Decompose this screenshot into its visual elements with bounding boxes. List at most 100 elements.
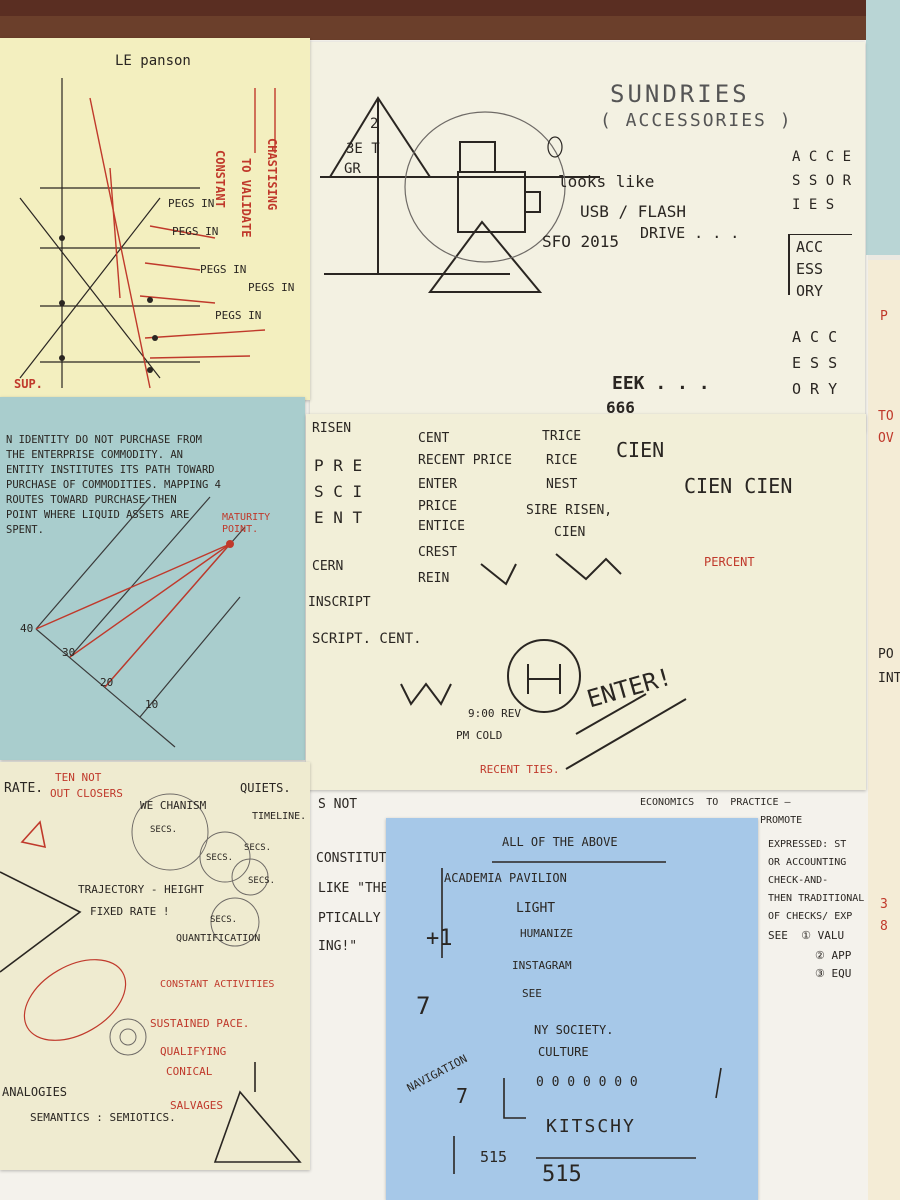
sundries-note-line: looks like: [558, 172, 655, 191]
sundries-subtitle: ( ACCESSORIES ): [600, 110, 793, 131]
yellow-grid-note: LE panson PEGS IN PEGS IN PEGS IN PEGS I…: [0, 38, 310, 400]
paper-right-line: THEN TRADITIONAL: [768, 893, 865, 904]
mid-label: TIMELINE.: [252, 811, 307, 822]
column2-line: E S S: [792, 354, 838, 372]
present-col3: RICE: [546, 453, 578, 468]
blue-line: 0 0 0 0 0 0 0: [536, 1075, 638, 1090]
trajectory-label: TRAJECTORY - HEIGHT: [78, 883, 204, 896]
paper-right-line: OF CHECKS/ EXP: [768, 911, 853, 922]
red-top: OUT CLOSERS: [50, 787, 123, 800]
axis-label: 30: [62, 646, 76, 659]
sundries-title: SUNDRIES: [610, 80, 750, 108]
bottom-footer: SEMANTICS : SEMIOTICS.: [30, 1111, 176, 1124]
present-col1: SCRIPT. CENT.: [312, 631, 422, 647]
eek-number: 666: [606, 398, 635, 417]
column2-line: O R Y: [792, 380, 838, 398]
mid-label: WE CHANISM: [140, 799, 207, 812]
column-top: I E S: [792, 197, 835, 213]
red-bottom: SUSTAINED PACE.: [150, 1017, 250, 1030]
pegs-label: PEGS IN: [248, 281, 295, 294]
wall-shadow: [0, 0, 900, 16]
pegs-label: PEGS IN: [168, 197, 215, 210]
far-right-line: P: [880, 309, 888, 324]
blue-footer: 515: [542, 1162, 582, 1187]
present-col3: NEST: [546, 477, 578, 492]
blue-line: KITSCHY: [546, 1116, 636, 1137]
far-right-line: OV: [878, 431, 894, 446]
red-bottom: SALVAGES: [170, 1099, 223, 1112]
sundries-note-line: SFO 2015: [542, 232, 620, 251]
paper-left-line: PTICALLY: [318, 911, 381, 926]
recent-label: RECENT TIES.: [480, 763, 560, 776]
paper-right-line: CHECK-AND-: [768, 875, 829, 886]
far-right-line: 3: [880, 897, 888, 912]
paper-right-line: ③ EQU: [815, 967, 852, 980]
bottom-left-sketch: [0, 793, 302, 1163]
paper-right-line: PROMOTE: [760, 815, 803, 826]
present-col2: PRICE: [418, 499, 458, 514]
blue-title: ALL OF THE ABOVE: [502, 835, 618, 849]
present-col3: TRICE: [542, 429, 582, 444]
column-top: A C C E: [792, 149, 852, 165]
pegs-label: PEGS IN: [215, 309, 262, 322]
present-col1: S C I: [314, 482, 363, 501]
side-text: TO VALIDATE: [239, 158, 253, 238]
teal-sketch: [35, 496, 246, 748]
mid-label: QUIETS.: [240, 781, 291, 795]
far-right-line: TO: [878, 409, 894, 424]
far-right-line: 8: [880, 919, 888, 934]
present-note: RISEN P R E S C I E N T CERN INSCRIPT SC…: [306, 414, 866, 790]
paper-left-line: S NOT: [318, 797, 358, 812]
quant-label: QUANTIFICATION: [176, 933, 261, 944]
column-line: ACC: [796, 238, 824, 256]
blue-footer: 515: [480, 1148, 508, 1166]
pegs-label: PEGS IN: [200, 263, 247, 276]
present-col3: SIRE RISEN,: [526, 503, 613, 518]
fixed-label: FIXED RATE !: [90, 905, 170, 918]
paper-right-line: EXPRESSED: ST: [768, 839, 847, 850]
eek-text: EEK . . .: [612, 373, 710, 394]
secs-label: SECS.: [210, 915, 238, 925]
bottom-left-note: RATE. TEN NOT OUT CLOSERS WE CHANISM QUI…: [0, 762, 310, 1170]
column-line: ORY: [796, 282, 824, 300]
pegs-label: PEGS IN: [172, 225, 219, 238]
blue-side: 7: [456, 1084, 469, 1108]
paper-right-line: ② APP: [815, 949, 852, 962]
grid-sketch: [19, 78, 276, 389]
present-col1: INSCRIPT: [308, 595, 371, 610]
sundries-note: SUNDRIES ( ACCESSORIES ) 2 3E T GR looks…: [310, 42, 865, 432]
maturity-label: MATURITY POINT.: [222, 512, 271, 535]
present-col3: CIEN: [554, 525, 586, 540]
bottom-footer: ANALOGIES: [2, 1085, 68, 1099]
blue-line: ACADEMIA PAVILION: [444, 871, 567, 885]
present-col2: ENTER: [418, 477, 458, 492]
paper-right-line: OR ACCOUNTING: [768, 857, 847, 868]
teal-text: N IDENTITY DO NOT PURCHASE FROM THE ENTE…: [6, 434, 221, 536]
present-col4: CIEN: [616, 438, 665, 462]
time-label: PM COLD: [456, 729, 503, 742]
column-top: S S O R: [792, 173, 852, 189]
triangle-text: GR: [344, 161, 361, 177]
blue-line: SEE: [522, 987, 542, 1000]
secs-label: SECS.: [150, 825, 178, 835]
axis-label: 40: [20, 622, 34, 635]
rate-label: RATE.: [4, 781, 44, 796]
red-bottom: CONSTANT ACTIVITIES: [160, 979, 275, 990]
side-text: CONSTANT: [213, 150, 227, 208]
percent-label: PERCENT: [704, 555, 755, 569]
present-col2: CREST: [418, 545, 458, 560]
teal-note: N IDENTITY DO NOT PURCHASE FROM THE ENTE…: [0, 397, 305, 760]
paper-right-line: ECONOMICS TO PRACTICE —: [640, 797, 791, 808]
blue-line: CULTURE: [538, 1045, 589, 1059]
red-bottom: CONICAL: [166, 1065, 213, 1078]
time-label: 9:00 REV: [468, 707, 521, 720]
far-right-line: PO: [878, 647, 894, 662]
paper-left-line: CONSTITUTES: [316, 851, 403, 866]
column2-line: A C C: [792, 328, 838, 346]
paper-left-line: ING!": [318, 939, 358, 954]
present-col2: RECENT PRICE: [418, 453, 512, 468]
present-col2: ENTICE: [418, 519, 465, 534]
red-top: TEN NOT: [55, 771, 102, 784]
axis-label: 10: [145, 698, 159, 711]
present-sketch: [400, 553, 687, 770]
